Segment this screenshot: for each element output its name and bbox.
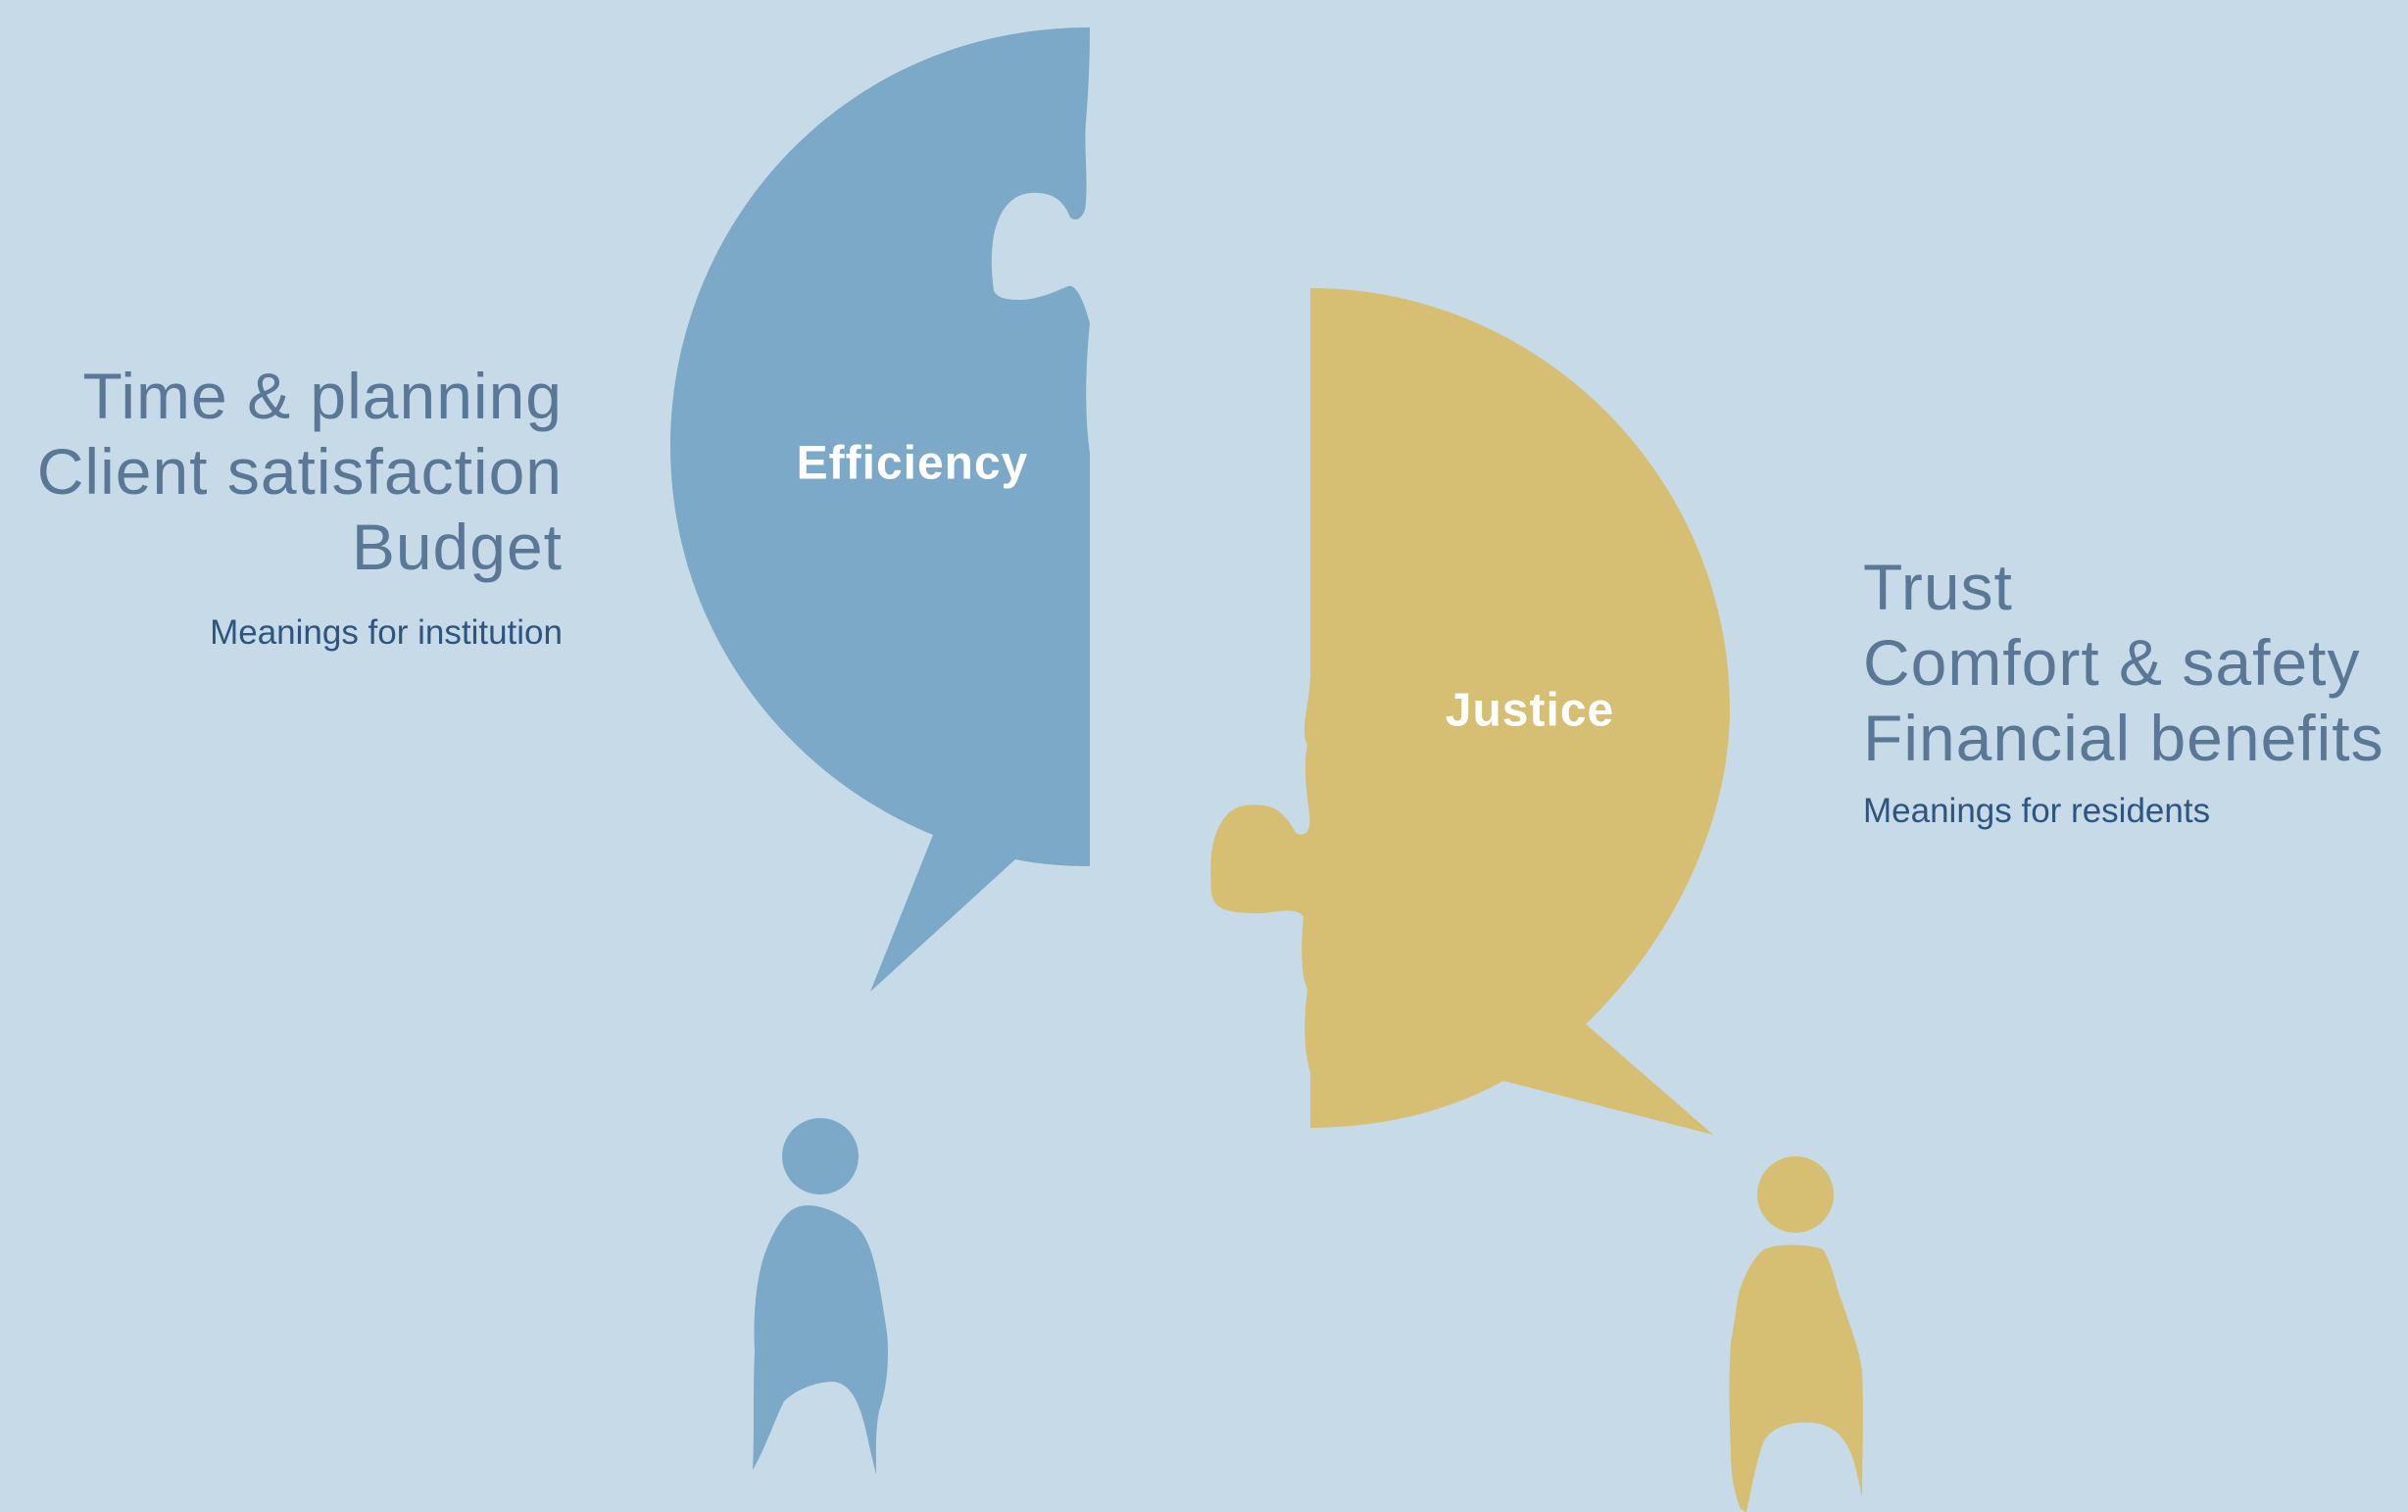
resident-concerns: Trust Comfort & safety Financial benefit… <box>1863 550 2384 776</box>
justice-speech-bubble <box>1210 288 1730 1135</box>
institution-person-body <box>753 1205 889 1475</box>
efficiency-label: Efficiency <box>796 437 1029 490</box>
institution-concern-item: Client satisfaction <box>36 435 563 508</box>
institution-meaning-caption: Meanings for institution <box>210 613 563 652</box>
resident-concern-item: Trust <box>1863 551 2013 623</box>
resident-concern-item: Financial benefits <box>1863 702 2384 774</box>
efficiency-speech-bubble <box>670 27 1090 992</box>
justice-label: Justice <box>1445 684 1615 737</box>
institution-concern-item: Budget <box>351 511 563 583</box>
resident-concern-item: Comfort & safety <box>1863 626 2361 699</box>
resident-person-body <box>1729 1244 1863 1512</box>
resident-person-head <box>1757 1156 1834 1233</box>
institution-concerns: Time & planning Client satisfaction Budg… <box>37 359 563 585</box>
institution-person-head <box>782 1118 859 1195</box>
resident-meaning-caption: Meanings for residents <box>1863 792 2211 830</box>
institution-concern-item: Time & planning <box>82 360 563 432</box>
